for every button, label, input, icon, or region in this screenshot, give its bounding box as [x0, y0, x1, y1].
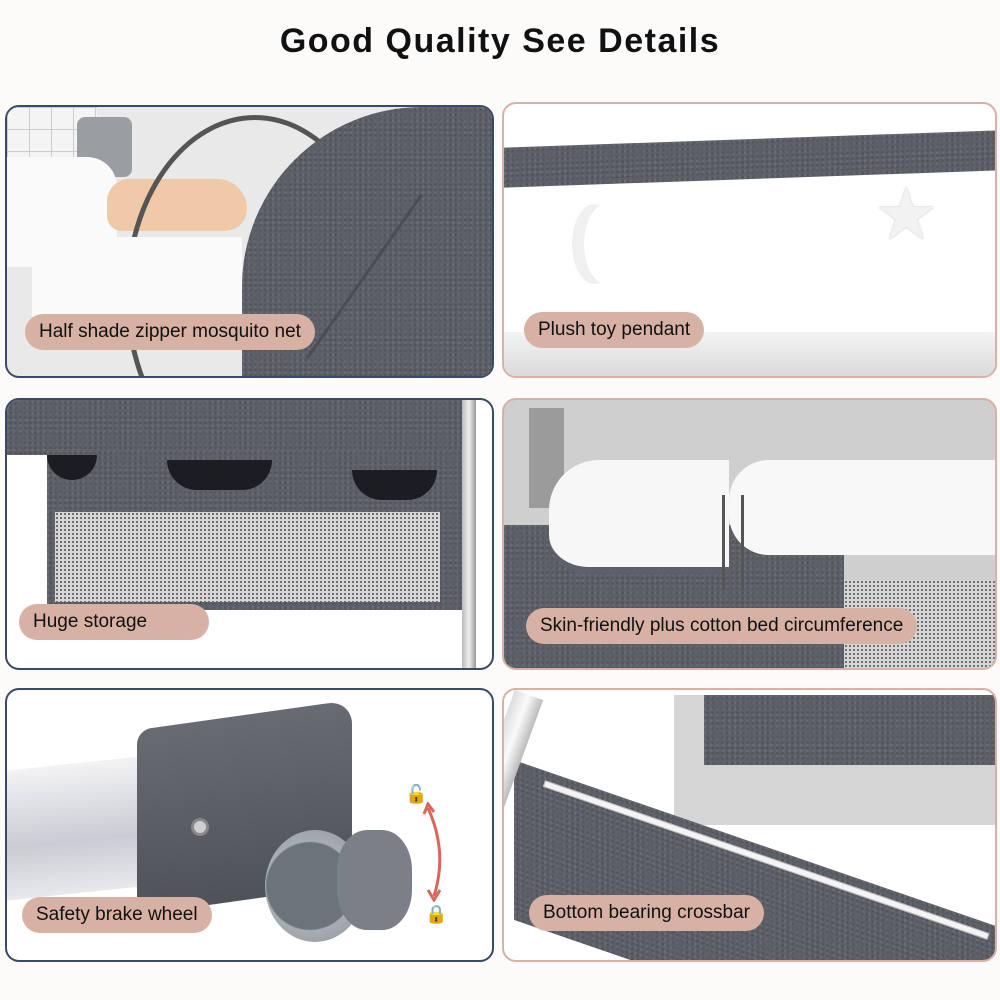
padded-bumper-left — [549, 460, 729, 575]
feature-label: Safety brake wheel — [22, 897, 212, 933]
storage-mesh — [55, 512, 440, 602]
upper-fabric — [704, 695, 995, 765]
rotate-arrow-icon — [422, 802, 442, 902]
feature-label: Huge storage — [19, 604, 209, 640]
panel-brake-wheel: 🔓 🔒 Safety brake wheel — [5, 688, 494, 962]
star-toy-icon: ★ — [874, 175, 939, 255]
feature-label: Skin-friendly plus cotton bed circumfere… — [526, 608, 918, 644]
padded-bumper-right — [729, 460, 995, 555]
feature-label: Plush toy pendant — [524, 312, 705, 348]
lock-icon: 🔒 — [425, 904, 448, 924]
moon-toy-icon — [584, 204, 629, 284]
bassinet-body — [7, 400, 467, 455]
pocket-3 — [352, 470, 437, 500]
page-title: Good Quality See Details — [279, 22, 721, 60]
panel-mosquito-net: Half shade zipper mosquito net — [5, 105, 494, 378]
unlock-icon: 🔓 — [405, 784, 428, 804]
panel-plush-toy: ★ Plush toy pendant — [502, 102, 997, 378]
feature-label: Bottom bearing crossbar — [529, 895, 764, 931]
caster-hub — [337, 830, 412, 930]
zipper — [722, 495, 744, 590]
feature-label: Half shade zipper mosquito net — [25, 314, 315, 350]
pocket-2 — [167, 460, 272, 490]
panel-crossbar: Bottom bearing crossbar — [502, 688, 997, 962]
bassinet-white — [32, 237, 242, 317]
bracket-screw — [191, 818, 209, 836]
frame-leg — [462, 400, 476, 668]
panel-bed-circumference: Skin-friendly plus cotton bed circumfere… — [502, 398, 997, 670]
panel-storage: Huge storage — [5, 398, 494, 670]
